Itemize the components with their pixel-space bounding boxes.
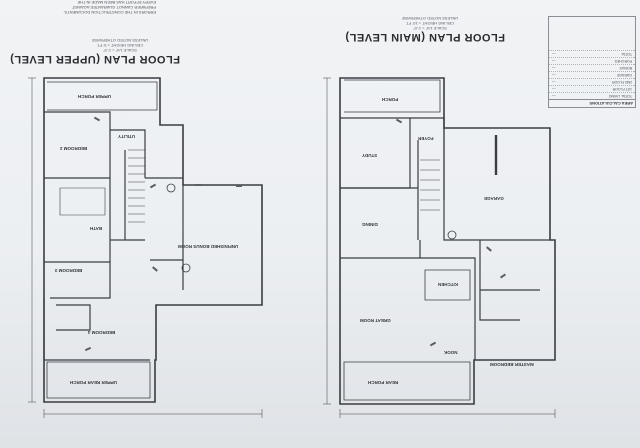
room-label-foyer: FOYER xyxy=(418,136,434,141)
room-label-bath: BATH xyxy=(90,226,103,231)
room-label-bedroom-2: BEDROOM 2 xyxy=(60,146,88,151)
room-label-kitchen: KITCHEN xyxy=(438,282,458,287)
room-label-rear-porch: REAR PORCH xyxy=(368,380,399,385)
room-label-garage: GARAGE xyxy=(484,196,504,201)
room-label-bonus-room: UNFINISHED BONUS ROOM xyxy=(178,244,239,249)
main-plan-walls xyxy=(339,77,556,405)
room-label-upper-rear-porch: UPPER REAR PORCH xyxy=(70,380,118,385)
room-label-great-room: GREAT ROOM xyxy=(360,318,391,323)
column-marker xyxy=(181,263,191,273)
room-label-porch: PORCH xyxy=(382,97,399,102)
column-marker xyxy=(166,183,176,193)
room-label-bedroom-4: BEDROOM 4 xyxy=(88,330,116,335)
upper-plan-walls xyxy=(43,77,263,403)
room-label-dining: DINING xyxy=(362,222,378,227)
main-plan-dimensions xyxy=(323,77,556,418)
room-label-bedroom-3: BEDROOM 3 xyxy=(55,268,83,273)
room-label-upper-porch: UPPER PORCH xyxy=(78,94,112,99)
room-label-utility: UTILITY xyxy=(118,134,135,139)
room-label-nook: NOOK xyxy=(444,350,458,355)
room-label-study: STUDY xyxy=(362,153,378,158)
room-label-master-bedroom: MASTER BEDROOM xyxy=(490,362,534,367)
upper-plan-dimensions xyxy=(28,77,263,418)
column-marker xyxy=(447,230,457,240)
